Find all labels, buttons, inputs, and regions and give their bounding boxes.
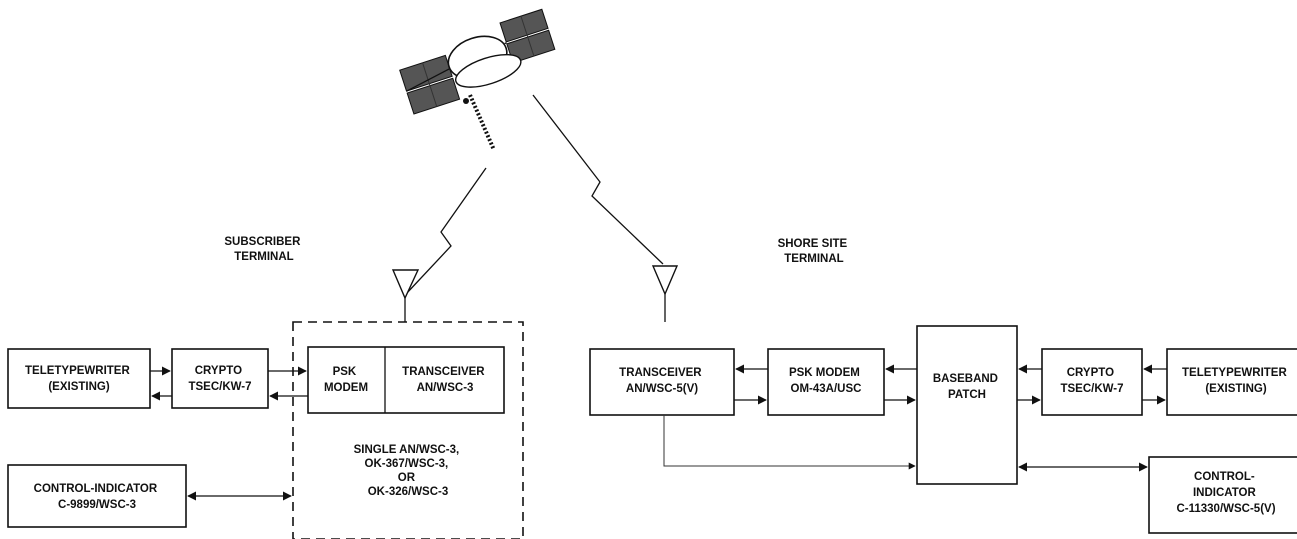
radio-link-subscriber: [405, 167, 487, 295]
shore-psk-modem-box: [767, 348, 885, 416]
shore-antenna-icon: [651, 265, 679, 322]
subscriber-terminal-label: SUBSCRIBER TERMINAL: [224, 236, 303, 263]
satellite-dish: [454, 53, 522, 88]
radio-link-shore: [532, 94, 664, 265]
subscriber-modem-transceiver-box: [307, 346, 505, 414]
line-shore-transceiver-to-patch: [663, 415, 916, 470]
satellite-antenna-mast: [468, 94, 496, 151]
shore-control-indicator-box: [1148, 456, 1297, 534]
satellite-icon: [399, 8, 556, 151]
subscriber-crypto-label: CRYPTO TSEC/KW-7: [188, 365, 251, 393]
subscriber-psk-modem-label: PSK MODEM: [324, 366, 368, 394]
shore-baseband-patch-label: BASEBAND PATCH: [933, 373, 1001, 401]
subscriber-teletypewriter-box: [7, 348, 151, 409]
shore-baseband-patch-box: [916, 325, 1018, 485]
subscriber-transceiver-label: TRANSCEIVER AN/WSC-3: [402, 366, 488, 394]
subscriber-control-indicator-label: CONTROL-INDICATOR C-9899/WSC-3: [34, 483, 161, 511]
shore-transceiver-box: [589, 348, 735, 416]
subscriber-crypto-box: [171, 348, 269, 409]
subscriber-antenna-icon: [391, 269, 420, 322]
shore-crypto-label: CRYPTO TSEC/KW-7: [1060, 367, 1123, 395]
subscriber-teletypewriter-label: TELETYPEWRITER (EXISTING): [25, 365, 133, 393]
shore-teletypewriter-box: [1166, 348, 1297, 416]
subscriber-control-indicator-box: [7, 464, 187, 528]
shore-control-indicator-label: CONTROL- INDICATOR C-11330/WSC-5(V): [1176, 471, 1275, 515]
shore-crypto-box: [1041, 348, 1143, 416]
shore-transceiver-label: TRANSCEIVER AN/WSC-5(V): [619, 367, 705, 395]
subscriber-single-note: SINGLE AN/WSC-3, OK-367/WSC-3, OR OK-326…: [354, 444, 463, 498]
subscriber-terminal-enclosure: [292, 321, 524, 539]
shore-site-terminal-label: SHORE SITE TERMINAL: [778, 238, 851, 265]
shore-psk-modem-label: PSK MODEM OM-43A/USC: [789, 367, 863, 395]
shore-teletypewriter-label: TELETYPEWRITER (EXISTING): [1182, 367, 1290, 395]
